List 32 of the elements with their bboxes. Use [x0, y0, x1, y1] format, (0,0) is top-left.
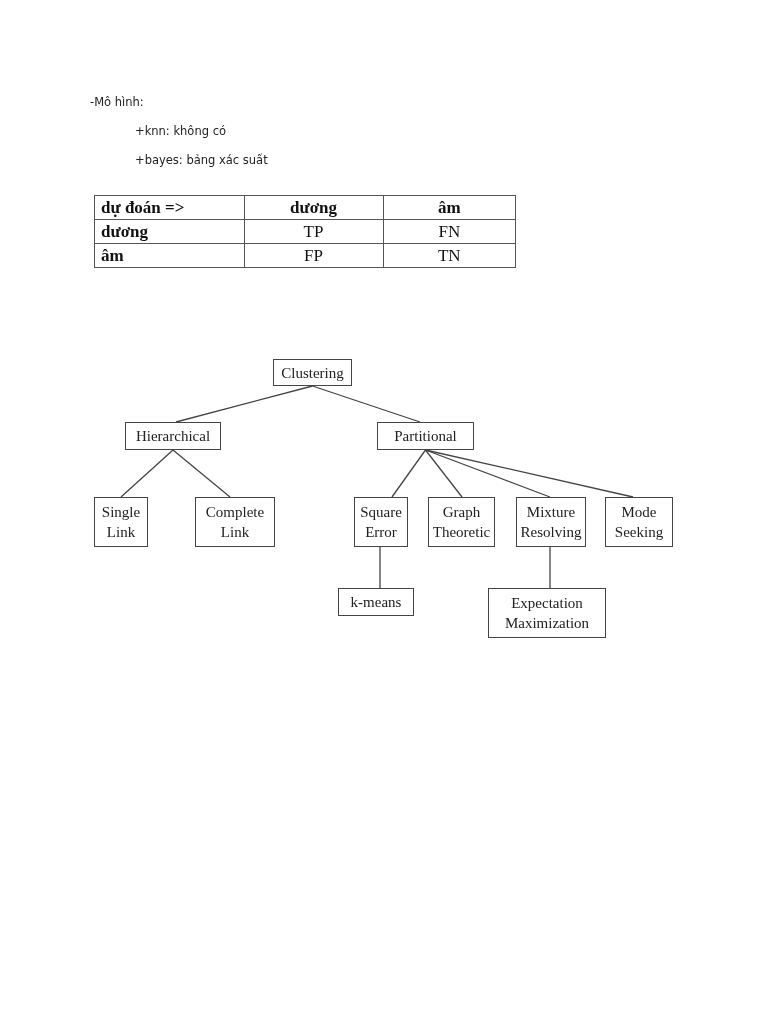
connector-line: [120, 449, 174, 498]
text-line: +bayes: bảng xác suất: [135, 153, 268, 167]
table-cell: dương: [94, 219, 244, 244]
connector-line: [311, 385, 421, 423]
table-cell: dương: [244, 195, 384, 220]
table-cell: FP: [244, 243, 384, 268]
connector-line: [391, 449, 427, 498]
tree-box: Complete Link: [195, 497, 275, 547]
connector-line: [424, 449, 634, 498]
tree-box: Mixture Resolving: [516, 497, 586, 547]
tree-box: Mode Seeking: [605, 497, 673, 547]
tree-box: Expectation Maximization: [488, 588, 606, 638]
table-cell: TN: [383, 243, 516, 268]
tree-box: k-means: [338, 588, 414, 616]
connector-line: [379, 546, 381, 589]
table-cell: TP: [244, 219, 384, 244]
tree-box: Partitional: [377, 422, 474, 450]
tree-box: Graph Theoretic: [428, 497, 495, 547]
connector-line: [549, 546, 551, 589]
tree-box: Clustering: [273, 359, 352, 386]
connector-line: [175, 385, 314, 423]
tree-box: Hierarchical: [125, 422, 221, 450]
table-cell: âm: [94, 243, 244, 268]
connector-line: [424, 449, 463, 498]
tree-box: Square Error: [354, 497, 408, 547]
table-cell: âm: [383, 195, 516, 220]
table-cell: dự đoán =>: [94, 195, 244, 220]
tree-box: Single Link: [94, 497, 148, 547]
table-cell: FN: [383, 219, 516, 244]
connector-line: [172, 449, 231, 498]
text-line: -Mô hình:: [90, 95, 144, 109]
text-line: +knn: không có: [135, 124, 226, 138]
